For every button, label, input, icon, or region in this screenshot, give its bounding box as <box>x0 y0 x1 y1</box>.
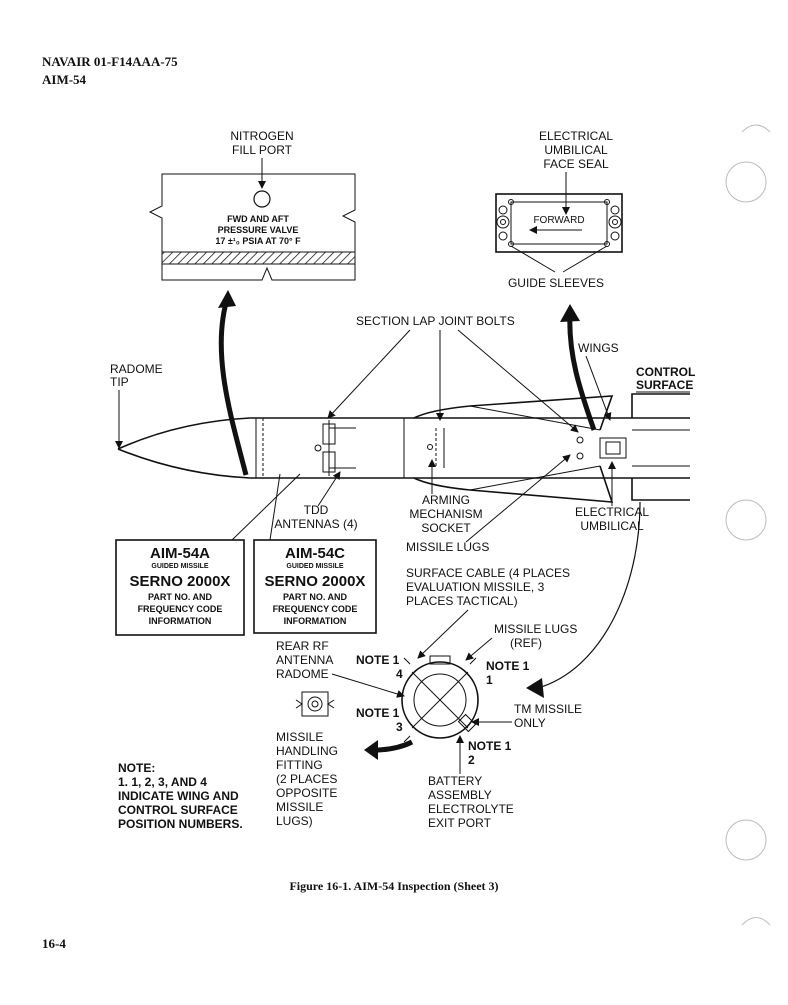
svg-text:FITTING: FITTING <box>276 758 323 772</box>
svg-text:SURFACE CABLE (4 PLACES: SURFACE CABLE (4 PLACES <box>406 566 570 580</box>
svg-text:SERNO 2000X: SERNO 2000X <box>130 573 231 590</box>
svg-text:AIM-54C: AIM-54C <box>285 545 345 562</box>
svg-text:NOTE 1: NOTE 1 <box>356 653 400 667</box>
svg-text:INFORMATION: INFORMATION <box>149 616 212 626</box>
svg-text:SECTION LAP JOINT BOLTS: SECTION LAP JOINT BOLTS <box>356 314 515 328</box>
svg-text:PART NO. AND: PART NO. AND <box>148 592 212 602</box>
missile-body <box>117 393 690 503</box>
position-notes: NOTE 1 4 NOTE 1 1 NOTE 1 3 NOTE 1 2 <box>356 653 530 767</box>
svg-text:CONTROL: CONTROL <box>636 365 695 379</box>
body-callouts: RADOME TIP SECTION LAP JOINT BOLTS WINGS… <box>110 314 695 554</box>
svg-text:BATTERY: BATTERY <box>428 774 482 788</box>
svg-text:(2 PLACES: (2 PLACES <box>276 772 337 786</box>
svg-text:17 ±¹₀ PSIA AT 70° F: 17 ±¹₀ PSIA AT 70° F <box>215 236 301 246</box>
aft-view-callouts: SURFACE CABLE (4 PLACES EVALUATION MISSI… <box>276 566 582 830</box>
svg-text:ELECTRICAL: ELECTRICAL <box>575 505 649 519</box>
figure-caption: Figure 16-1. AIM-54 Inspection (Sheet 3) <box>289 879 498 893</box>
svg-text:PART NO. AND: PART NO. AND <box>283 592 347 602</box>
handling-fitting-icon <box>295 691 335 717</box>
svg-text:LUGS): LUGS) <box>276 814 313 828</box>
svg-text:SURFACE: SURFACE <box>636 378 693 392</box>
svg-text:NOTE 1: NOTE 1 <box>468 739 512 753</box>
svg-text:INFORMATION: INFORMATION <box>284 616 347 626</box>
svg-text:PRESSURE VALVE: PRESSURE VALVE <box>218 225 299 235</box>
svg-text:1. 1, 2, 3, AND 4: 1. 1, 2, 3, AND 4 <box>118 775 207 789</box>
svg-text:ARMING: ARMING <box>422 493 470 507</box>
umbilical-face-seal-detail: ELECTRICAL UMBILICAL FACE SEAL FORWARD G… <box>495 129 623 290</box>
svg-text:GUIDED MISSILE: GUIDED MISSILE <box>151 563 209 570</box>
binder-holes <box>725 124 771 926</box>
svg-text:CONTROL SURFACE: CONTROL SURFACE <box>118 803 238 817</box>
svg-text:(REF): (REF) <box>510 636 542 650</box>
svg-text:POSITION NUMBERS.: POSITION NUMBERS. <box>118 817 243 831</box>
nitrogen-port-location-arrow <box>218 295 249 476</box>
svg-text:ONLY: ONLY <box>514 716 546 730</box>
svg-text:RADOME: RADOME <box>110 362 163 376</box>
svg-text:INDICATE WING AND: INDICATE WING AND <box>118 789 239 803</box>
svg-text:MECHANISM: MECHANISM <box>409 507 482 521</box>
svg-text:REAR RF: REAR RF <box>276 639 329 653</box>
svg-text:MISSILE LUGS: MISSILE LUGS <box>406 540 489 554</box>
handling-fitting-arrow <box>373 739 414 753</box>
svg-text:FREQUENCY CODE: FREQUENCY CODE <box>138 604 223 614</box>
svg-text:TIP: TIP <box>110 375 129 389</box>
svg-text:EVALUATION MISSILE, 3: EVALUATION MISSILE, 3 <box>406 580 545 594</box>
svg-text:4: 4 <box>396 667 403 681</box>
aim-54a-plate: AIM-54A GUIDED MISSILE SERNO 2000X PART … <box>115 539 245 636</box>
svg-text:TDD: TDD <box>304 503 329 517</box>
svg-text:AIM-54A: AIM-54A <box>150 545 210 562</box>
svg-text:MISSILE: MISSILE <box>276 800 323 814</box>
svg-text:FILL PORT: FILL PORT <box>232 143 293 157</box>
svg-text:FACE SEAL: FACE SEAL <box>543 157 609 171</box>
publication-number: NAVAIR 01-F14AAA-75 <box>42 54 178 69</box>
svg-text:FREQUENCY CODE: FREQUENCY CODE <box>273 604 358 614</box>
aft-end-view <box>401 655 479 743</box>
umbilical-location-arrow <box>567 311 597 431</box>
svg-text:NOTE:: NOTE: <box>118 761 155 775</box>
svg-text:RADOME: RADOME <box>276 667 329 681</box>
forward-label: FORWARD <box>533 215 584 226</box>
svg-text:FWD AND AFT: FWD AND AFT <box>227 214 289 224</box>
nitrogen-fill-port-detail: NITROGEN FILL PORT FWD AND AFT PRESSURE … <box>148 129 356 281</box>
svg-text:NOTE 1: NOTE 1 <box>486 659 530 673</box>
position-note-block: NOTE: 1. 1, 2, 3, AND 4 INDICATE WING AN… <box>118 761 243 831</box>
svg-text:MISSILE LUGS: MISSILE LUGS <box>494 622 577 636</box>
svg-text:SOCKET: SOCKET <box>421 521 471 535</box>
svg-text:SERNO 2000X: SERNO 2000X <box>265 573 366 590</box>
svg-text:MISSILE: MISSILE <box>276 730 323 744</box>
aim-54c-plate: AIM-54C GUIDED MISSILE SERNO 2000X PART … <box>253 539 377 634</box>
svg-text:GUIDED MISSILE: GUIDED MISSILE <box>286 563 344 570</box>
page-number: 16-4 <box>42 936 66 951</box>
svg-text:ELECTROLYTE: ELECTROLYTE <box>428 802 514 816</box>
svg-text:ASSEMBLY: ASSEMBLY <box>428 788 492 802</box>
svg-text:NOTE 1: NOTE 1 <box>356 706 400 720</box>
svg-text:OPPOSITE: OPPOSITE <box>276 786 337 800</box>
nitrogen-fill-port-valve-icon <box>253 190 271 208</box>
svg-text:TM MISSILE: TM MISSILE <box>514 702 582 716</box>
svg-text:1: 1 <box>486 673 493 687</box>
svg-text:2: 2 <box>468 753 475 767</box>
svg-text:ANTENNAS (4): ANTENNAS (4) <box>274 517 357 531</box>
svg-text:GUIDE SLEEVES: GUIDE SLEEVES <box>508 276 604 290</box>
svg-text:HANDLING: HANDLING <box>276 744 338 758</box>
control-surface-to-aft-view-arrow <box>537 501 641 689</box>
svg-text:ELECTRICAL: ELECTRICAL <box>539 129 613 143</box>
svg-text:UMBILICAL: UMBILICAL <box>544 143 608 157</box>
svg-text:UMBILICAL: UMBILICAL <box>580 519 644 533</box>
svg-text:WINGS: WINGS <box>578 341 619 355</box>
svg-text:PLACES TACTICAL): PLACES TACTICAL) <box>406 594 518 608</box>
missile-model: AIM-54 <box>42 72 87 87</box>
svg-text:NITROGEN: NITROGEN <box>230 129 293 143</box>
svg-text:3: 3 <box>396 720 403 734</box>
svg-text:ANTENNA: ANTENNA <box>276 653 333 667</box>
svg-text:EXIT PORT: EXIT PORT <box>428 816 492 830</box>
